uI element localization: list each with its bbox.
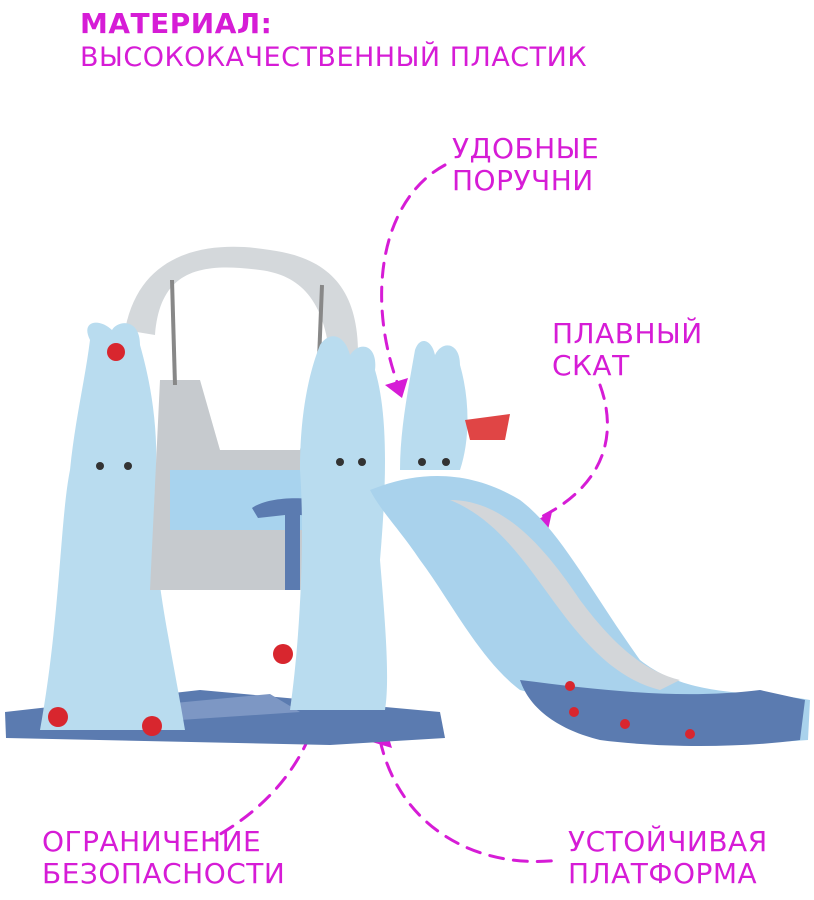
- callout-safety-line2: БЕЗОПАСНОСТИ: [42, 857, 286, 890]
- basketball-hoop: [465, 414, 510, 440]
- callout-slope-line1: ПЛАВНЫЙ: [552, 317, 703, 350]
- callout-platform-line2: ПЛАТФОРМА: [568, 857, 758, 890]
- middle-bunny-panel: [290, 336, 388, 710]
- slide: [370, 476, 810, 743]
- swing-bar: [252, 498, 340, 590]
- slide-bunny-panel: [400, 340, 468, 470]
- arrow-handrails: [380, 163, 447, 392]
- arrow-slope: [533, 383, 609, 522]
- material-subtitle: ВЫСОКОКАЧЕСТВЕННЫЙ ПЛАСТИК: [80, 42, 588, 73]
- arrow-platform: [378, 738, 562, 863]
- slide-end: [520, 680, 805, 746]
- left-bunny-panel: [40, 322, 185, 730]
- swing-arch: [125, 246, 359, 360]
- material-title: МАТЕРИАЛ:: [80, 7, 273, 40]
- arrowhead-handrails: [385, 378, 408, 398]
- callout-handrails-line2: ПОРУЧНИ: [452, 164, 594, 197]
- callout-slope-line2: СКАТ: [552, 349, 630, 382]
- callout-handrails-line1: УДОБНЫЕ: [452, 132, 600, 165]
- callout-platform-line1: УСТОЙЧИВАЯ: [568, 825, 768, 858]
